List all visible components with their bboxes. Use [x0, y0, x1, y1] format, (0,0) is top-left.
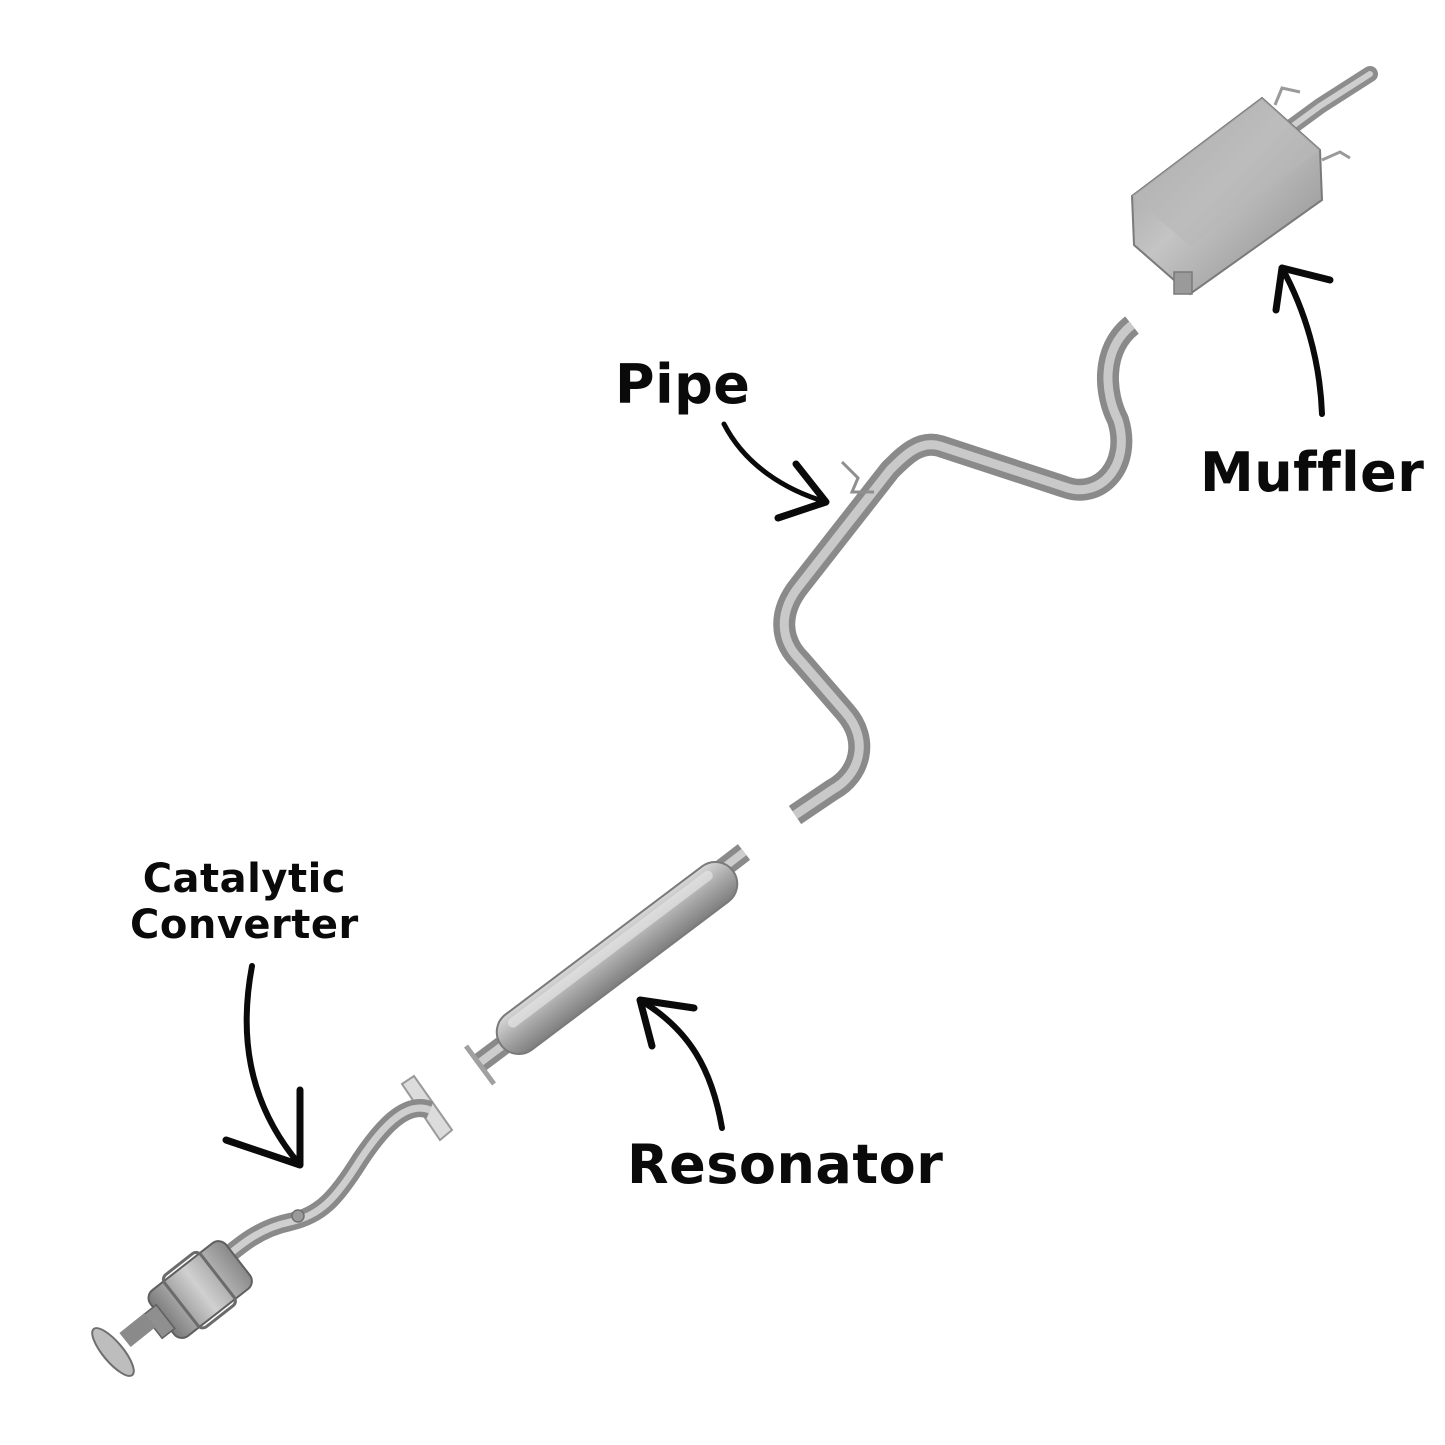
resonator-arrow [637, 997, 725, 1131]
resonator-part [463, 844, 751, 1086]
muffler-arrow [1279, 265, 1325, 417]
label-catalytic-line1: Catalytic [142, 856, 346, 902]
muffler-part [1130, 66, 1378, 296]
annotation-arrows [222, 264, 1334, 1169]
label-catalytic-line2: Converter [130, 902, 359, 948]
label-muffler: Muffler [1200, 441, 1425, 504]
catalytic-converter-arrow [243, 963, 303, 1168]
label-resonator: Resonator [627, 1133, 944, 1196]
pipe-part [773, 316, 1140, 825]
label-catalytic-converter: Catalytic Converter [130, 856, 359, 948]
label-pipe: Pipe [615, 353, 751, 416]
pipe-arrow [721, 421, 829, 505]
catalytic-converter-part [91, 1074, 454, 1377]
